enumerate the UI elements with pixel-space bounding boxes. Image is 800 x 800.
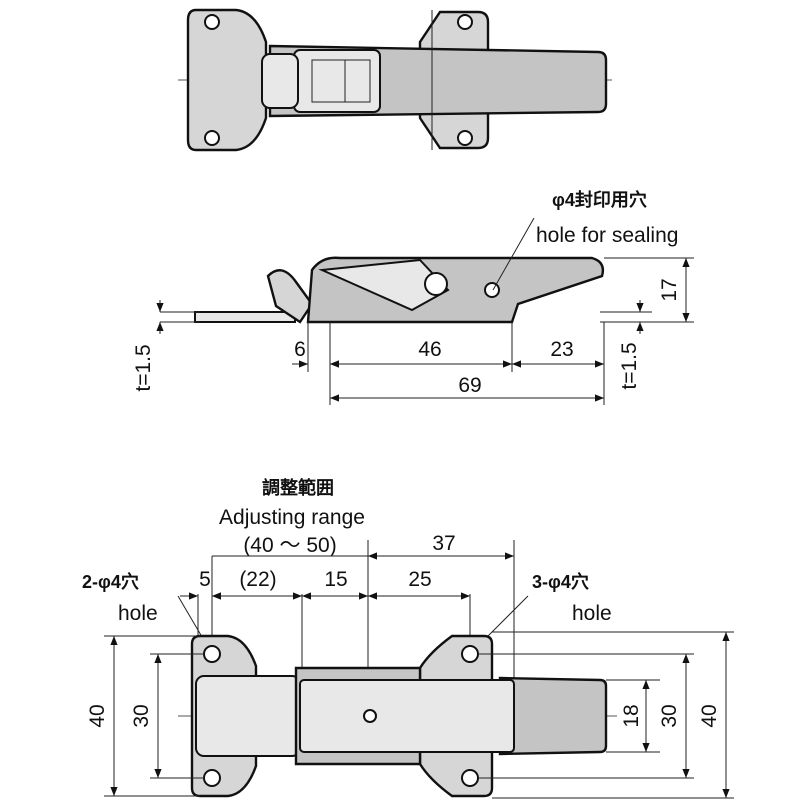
seal-hole-label-en: hole for sealing (536, 224, 678, 247)
dim-edge: 5 (199, 568, 211, 591)
top-view (178, 8, 612, 152)
dim-to-right-hole: 37 (432, 532, 455, 555)
dim-offset: 6 (294, 338, 306, 361)
side-link (318, 258, 450, 312)
right-hole-label-en: hole (572, 602, 612, 625)
top-hinge-block (293, 49, 381, 113)
dim-left-width: 40 (86, 704, 109, 727)
top-mount-hole (204, 130, 220, 146)
dim-adjust-ref: (22) (239, 568, 276, 591)
plan-right-hole (461, 769, 479, 787)
plan-view: 調整範囲 Adjusting range (40 ～ 50) 37 5 (22)… (82, 477, 734, 799)
dim-tail: 23 (550, 338, 573, 361)
plan-strap (498, 676, 608, 756)
dim-left-pitch: 30 (130, 704, 153, 727)
top-mount-hole (457, 130, 473, 146)
plan-left-hole (203, 769, 221, 787)
dim-thickness-right: t=1.5 (618, 342, 641, 389)
plan-left-hole (203, 645, 221, 663)
left-hole-label-en: hole (118, 602, 158, 625)
top-hook (261, 53, 299, 109)
seal-hole-label-jp: φ4封印用穴 (552, 189, 647, 210)
plan-right-hole (461, 645, 479, 663)
plan-center-hole (363, 709, 377, 723)
dim-strap-width: 18 (620, 704, 643, 727)
dim-right-pitch: 30 (658, 704, 681, 727)
side-hook (266, 269, 314, 324)
dim-hole-pitch: 25 (408, 568, 431, 591)
adjust-label-jp: 調整範囲 (262, 477, 334, 498)
side-seal-hole (484, 282, 500, 298)
dim-gap: 15 (324, 568, 347, 591)
dim-height: 17 (658, 278, 681, 301)
dim-right-width: 40 (698, 704, 721, 727)
dim-span: 46 (418, 338, 441, 361)
plan-left-hook (195, 675, 301, 757)
right-hole-label: 3-φ4穴 (532, 571, 589, 592)
adjust-range: (40 ～ 50) (243, 534, 336, 557)
side-view: φ4封印用穴 hole for sealing t=1.5 t=1.5 17 (132, 189, 694, 405)
plan-lever-inner (299, 679, 515, 753)
top-base-plate (186, 8, 268, 152)
side-base-strip (194, 311, 296, 323)
adjust-label-en: Adjusting range (219, 506, 365, 529)
top-mount-hole (457, 14, 473, 30)
side-pivot (424, 272, 448, 296)
left-hole-label: 2-φ4穴 (82, 571, 139, 592)
top-mount-hole (204, 14, 220, 30)
dim-thickness-left: t=1.5 (132, 344, 155, 391)
dim-total: 69 (458, 374, 481, 397)
